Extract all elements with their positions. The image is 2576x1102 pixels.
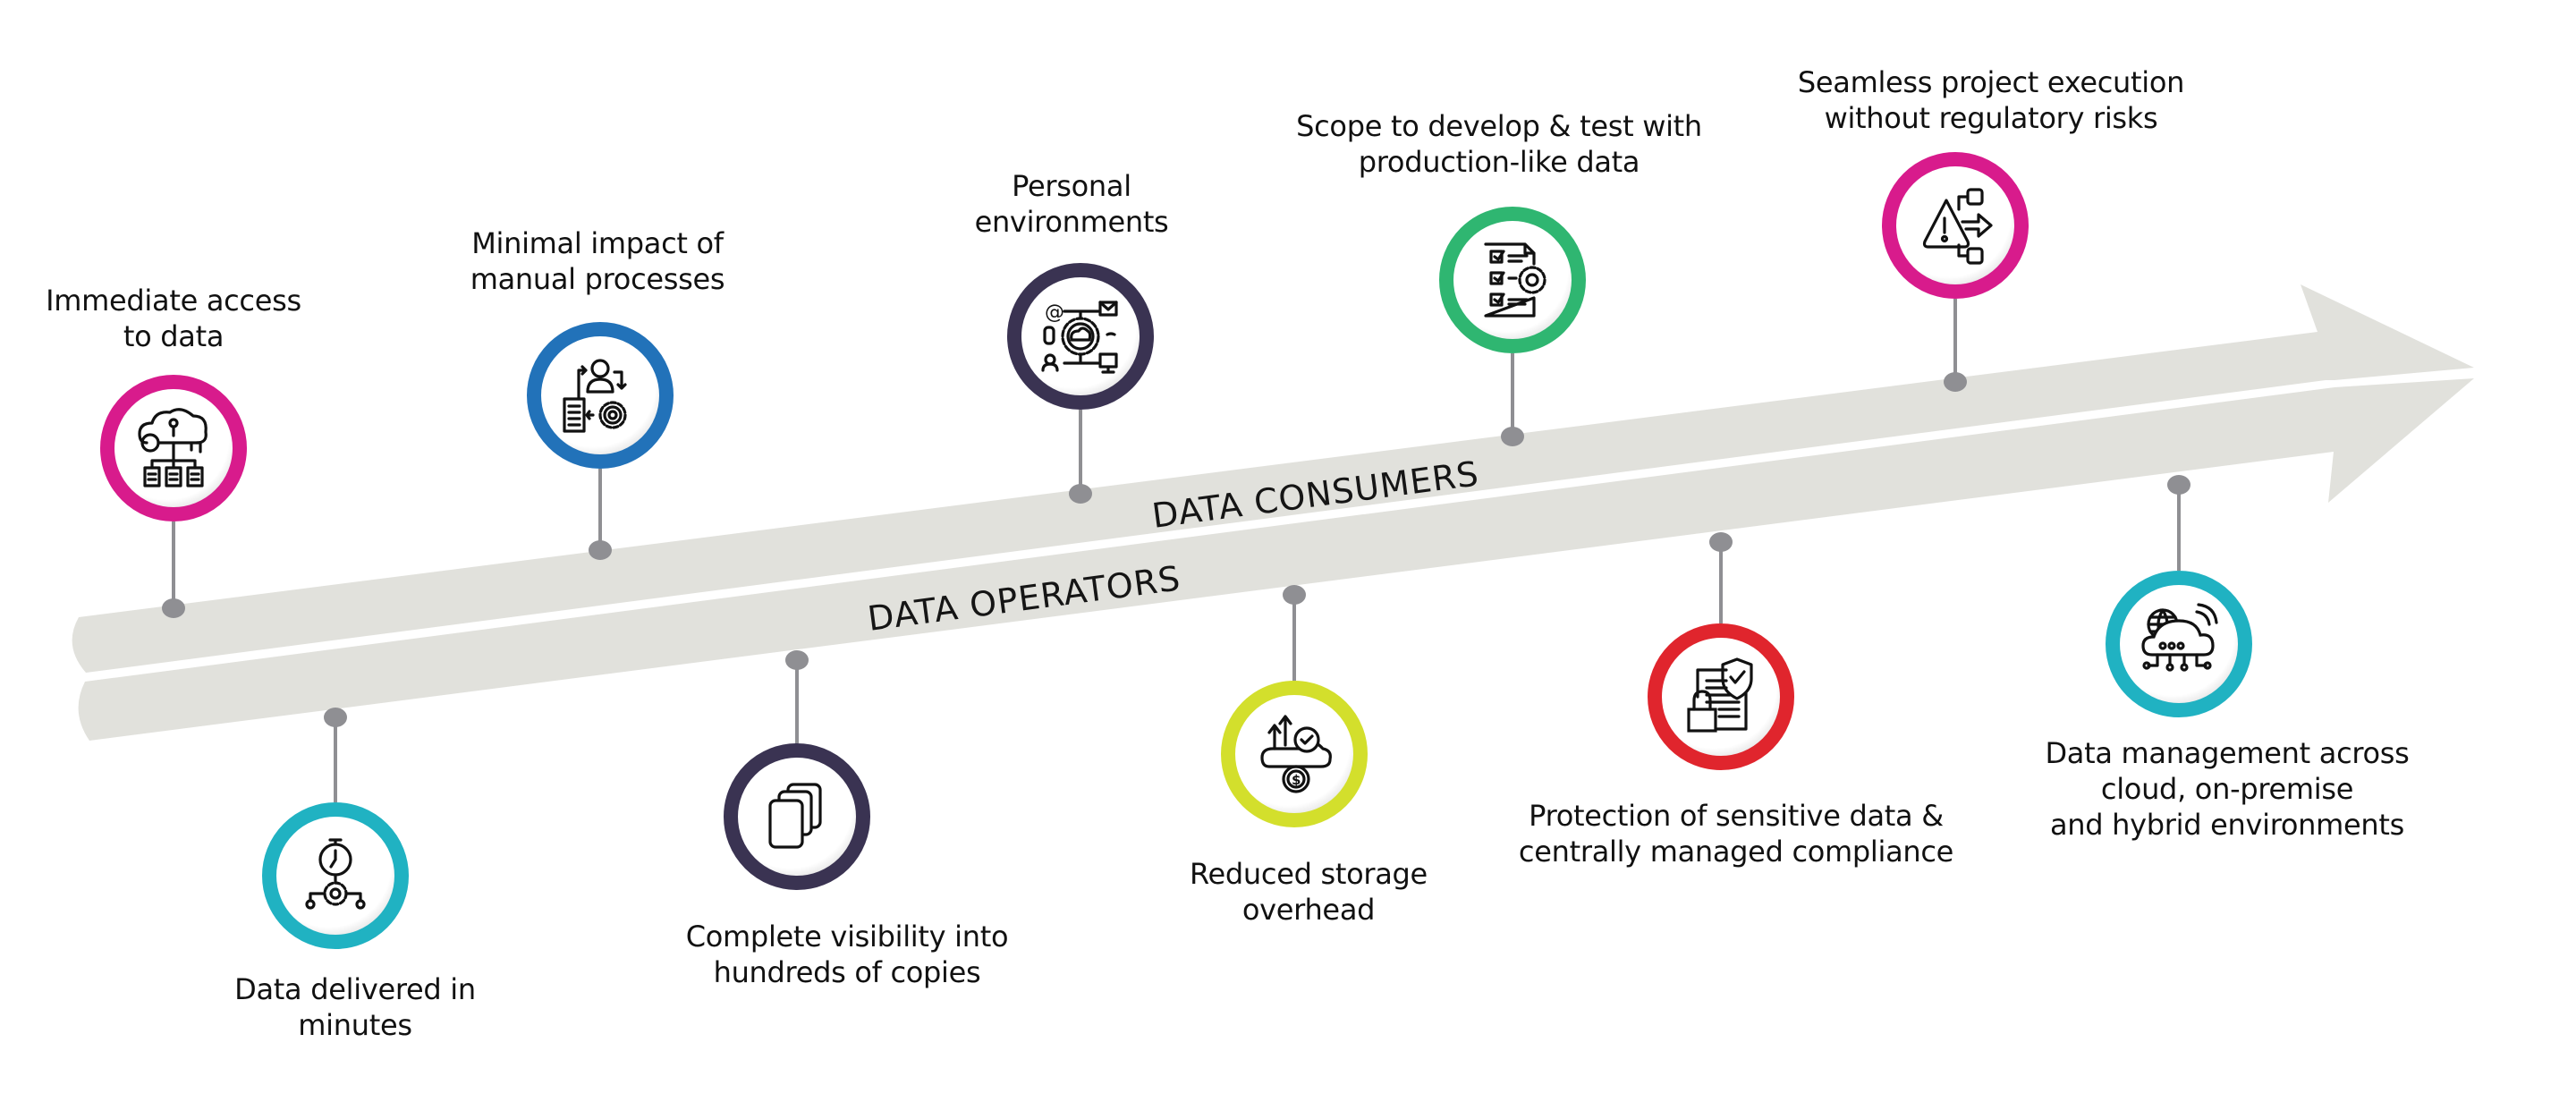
label-protection-compliance: Protection of sensitive data & centrally… bbox=[1519, 798, 1953, 869]
milestone-node bbox=[100, 375, 247, 521]
band-operators bbox=[78, 378, 2474, 741]
warning-flow-icon bbox=[1922, 188, 1993, 265]
milestone-node: @ bbox=[1007, 263, 1154, 410]
milestone-node: $ bbox=[1221, 681, 1368, 827]
connector-dot bbox=[1944, 372, 1967, 392]
checklist-gear-icon bbox=[1484, 242, 1546, 318]
milestone-ring bbox=[1439, 207, 1586, 353]
connector-dot bbox=[324, 708, 347, 727]
milestone-node bbox=[527, 322, 674, 469]
label-line: without regulatory risks bbox=[1824, 101, 2158, 135]
document-shield-lock-icon bbox=[1687, 657, 1753, 733]
connector-dot bbox=[1501, 427, 1524, 446]
label-minimal-impact: Minimal impact of manual processes bbox=[470, 225, 725, 297]
connector-dot bbox=[1709, 532, 1733, 552]
label-line: production-like data bbox=[1358, 145, 1640, 179]
label-line: overhead bbox=[1241, 893, 1376, 927]
label-line: Reduced storage bbox=[1190, 857, 1428, 891]
label-line: hundreds of copies bbox=[713, 955, 981, 989]
milestone-ring bbox=[1221, 681, 1368, 827]
person-document-gear-icon bbox=[563, 359, 627, 433]
label-line: cloud, on-premise bbox=[2100, 772, 2354, 806]
milestone-ring bbox=[1648, 623, 1794, 770]
connector-dot bbox=[1283, 585, 1306, 605]
connector-dot bbox=[785, 650, 809, 670]
milestone-ring bbox=[527, 322, 674, 469]
label-line: Immediate access bbox=[46, 284, 301, 318]
connector-dot bbox=[589, 540, 612, 560]
label-data-management: Data management across cloud, on-premise… bbox=[2045, 735, 2409, 843]
cloud-gear-devices-icon: @ bbox=[1041, 301, 1118, 374]
svg-text:@: @ bbox=[1045, 301, 1064, 324]
label-immediate-access: Immediate access to data bbox=[46, 283, 301, 354]
cloud-globe-network-icon bbox=[2141, 603, 2218, 672]
label-complete-visibility: Complete visibility into hundreds of cop… bbox=[686, 919, 1009, 990]
connector-dot bbox=[162, 598, 185, 618]
label-line: Data delivered in bbox=[234, 972, 476, 1006]
cloud-savings-icon: $ bbox=[1260, 715, 1332, 793]
label-reduced-storage: Reduced storage overhead bbox=[1190, 856, 1428, 928]
label-line: centrally managed compliance bbox=[1518, 835, 1954, 869]
milestone-node bbox=[1882, 152, 2029, 299]
label-seamless-execution: Seamless project execution without regul… bbox=[1797, 64, 2185, 136]
label-line: to data bbox=[123, 319, 225, 353]
milestone-nodes: @$ bbox=[100, 152, 2252, 949]
label-scope-develop-test: Scope to develop & test with production-… bbox=[1296, 108, 1702, 180]
svg-text:$: $ bbox=[1292, 772, 1301, 788]
label-line: Complete visibility into bbox=[685, 920, 1009, 954]
band-consumers bbox=[72, 284, 2474, 673]
label-data-delivered: Data delivered in minutes bbox=[234, 971, 476, 1043]
connector-dot bbox=[1069, 484, 1092, 504]
label-line: Personal bbox=[1012, 169, 1131, 203]
label-line: Scope to develop & test with bbox=[1296, 109, 1702, 143]
milestone-node bbox=[1439, 207, 1586, 353]
label-line: Seamless project execution bbox=[1797, 65, 2185, 99]
milestone-node bbox=[1648, 623, 1794, 770]
milestone-node bbox=[262, 802, 409, 949]
milestone-ring bbox=[1007, 263, 1154, 410]
label-line: environments bbox=[974, 205, 1169, 239]
label-line: Protection of sensitive data & bbox=[1529, 799, 1944, 833]
label-personal-environments: Personal environments bbox=[975, 168, 1169, 240]
connector-stems bbox=[162, 299, 2190, 802]
stacked-copies-icon bbox=[768, 783, 822, 849]
label-line: minutes bbox=[298, 1008, 412, 1042]
connector-dot bbox=[2167, 475, 2190, 495]
milestone-node bbox=[2106, 571, 2252, 717]
stopwatch-gear-icon bbox=[305, 838, 366, 910]
milestone-ring bbox=[1882, 152, 2029, 299]
label-line: and hybrid environments bbox=[2049, 808, 2404, 842]
milestone-node bbox=[724, 743, 870, 890]
label-line: manual processes bbox=[470, 262, 725, 296]
label-line: Minimal impact of bbox=[471, 226, 724, 260]
cloud-key-network-icon bbox=[138, 408, 208, 487]
arrow-bands bbox=[72, 284, 2474, 741]
label-line: Data management across bbox=[2045, 736, 2410, 770]
